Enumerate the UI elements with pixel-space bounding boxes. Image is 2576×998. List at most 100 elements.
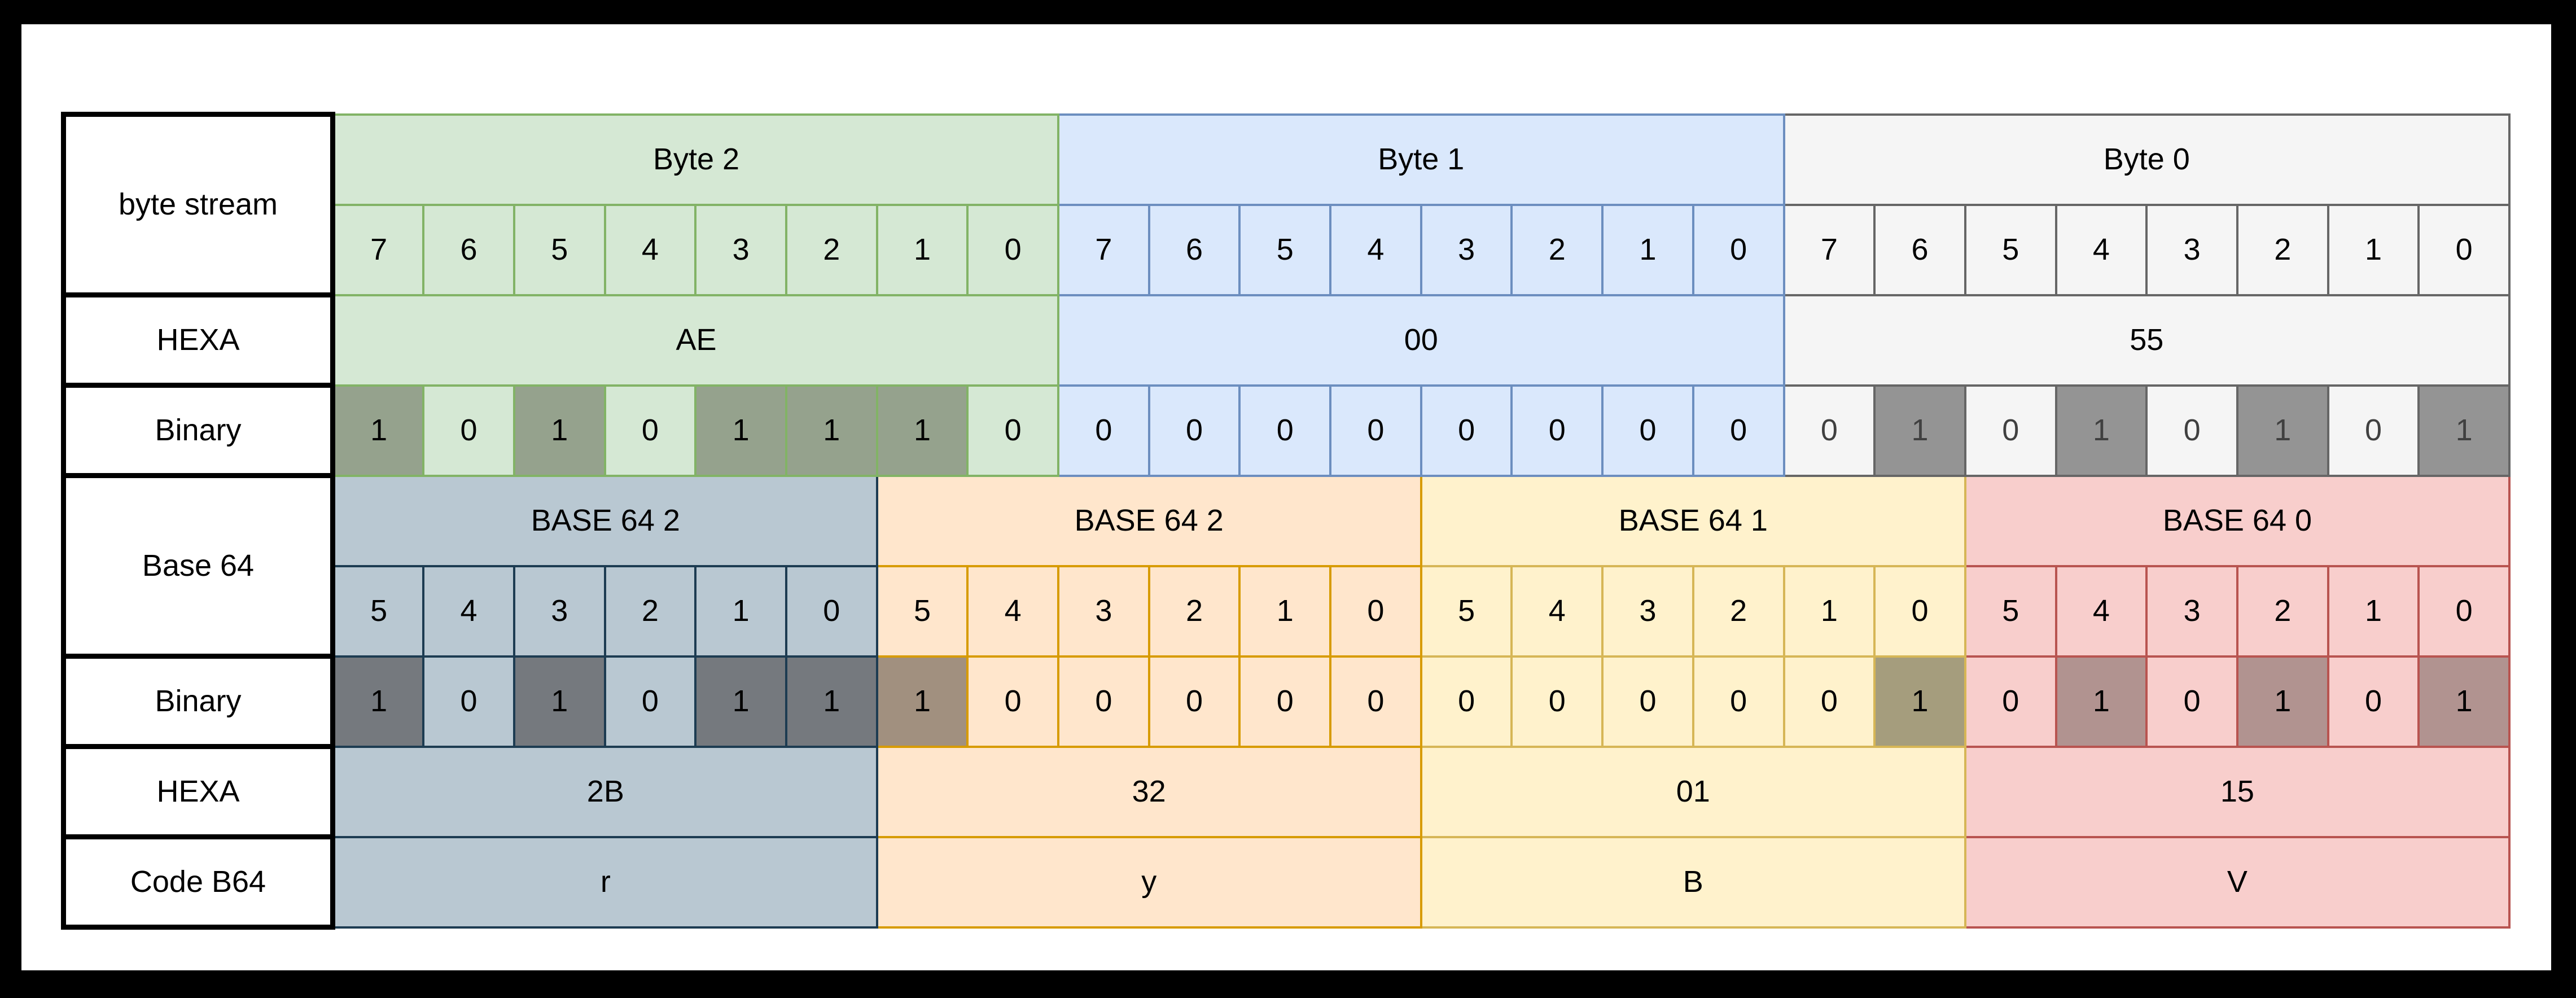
base64-bit-index-cell: 0 (785, 564, 878, 658)
row-label-hexa-bottom: HEXA (61, 744, 335, 839)
base64-section-title: BASE 64 1 (1420, 474, 1966, 567)
base64-binary-bit-cell: 0 (422, 655, 515, 748)
base64-bit-index-cell: 2 (603, 564, 697, 658)
bit-index-cell: 6 (1147, 203, 1241, 296)
row-label-code-b64: Code B64 (61, 834, 335, 930)
base64-bit-index-cell: 1 (694, 564, 787, 658)
byte-binary-bit-cell: 1 (2236, 384, 2329, 477)
base64-bit-index-cell: 3 (1057, 564, 1150, 658)
base64-binary-bit-cell: 1 (785, 655, 878, 748)
base64-code-cell: y (875, 835, 1422, 929)
base64-bit-index-cell: 5 (331, 564, 425, 658)
byte-section-title: Byte 2 (331, 113, 1059, 206)
base64-bit-index-cell: 4 (2054, 564, 2148, 658)
bit-index-cell: 3 (2145, 203, 2238, 296)
base64-bit-index-cell: 5 (1420, 564, 1513, 658)
byte-binary-bit-cell: 0 (2145, 384, 2238, 477)
base64-binary-bit-cell: 0 (603, 655, 697, 748)
bit-index-cell: 6 (1873, 203, 1966, 296)
bit-index-cell: 7 (331, 203, 425, 296)
byte-binary-bit-cell: 0 (1782, 384, 1876, 477)
base64-bit-index-cell: 1 (1238, 564, 1332, 658)
byte-binary-bit-cell: 1 (1873, 384, 1966, 477)
base64-bit-index-cell: 2 (1692, 564, 1785, 658)
base64-bit-index-cell: 0 (1873, 564, 1966, 658)
base64-bit-index-cell: 4 (966, 564, 1059, 658)
base64-binary-bit-cell: 0 (2327, 655, 2420, 748)
base64-binary-bit-cell: 0 (1238, 655, 1332, 748)
base64-hex-cell: 2B (331, 745, 878, 838)
base64-binary-bit-cell: 1 (512, 655, 606, 748)
byte-binary-bit-cell: 0 (1692, 384, 1785, 477)
bit-index-cell: 0 (1692, 203, 1785, 296)
row-label-binary-top: Binary (61, 383, 335, 478)
byte-binary-bit-cell: 0 (1601, 384, 1694, 477)
row-label-binary-bottom: Binary (61, 654, 335, 749)
base64-bit-index-cell: 2 (1147, 564, 1241, 658)
row-label-hexa-top: HEXA (61, 292, 335, 388)
base64-bit-index-cell: 1 (2327, 564, 2420, 658)
bit-index-cell: 2 (2236, 203, 2329, 296)
base64-bit-index-cell: 2 (2236, 564, 2329, 658)
bit-index-cell: 7 (1782, 203, 1876, 296)
bit-index-cell: 5 (1964, 203, 2057, 296)
base64-bit-index-cell: 5 (875, 564, 969, 658)
base64-binary-bit-cell: 1 (331, 655, 425, 748)
base64-section-title: BASE 64 2 (875, 474, 1422, 567)
bit-index-cell: 3 (1420, 203, 1513, 296)
byte-binary-bit-cell: 0 (1057, 384, 1150, 477)
base64-bit-index-cell: 0 (1329, 564, 1422, 658)
base64-code-cell: r (331, 835, 878, 929)
base64-bit-index-cell: 3 (512, 564, 606, 658)
base64-binary-bit-cell: 1 (1873, 655, 1966, 748)
byte-binary-bit-cell: 0 (2327, 384, 2420, 477)
bit-index-cell: 4 (2054, 203, 2148, 296)
base64-binary-bit-cell: 0 (1964, 655, 2057, 748)
byte-binary-bit-cell: 0 (603, 384, 697, 477)
base64-binary-bit-cell: 0 (1329, 655, 1422, 748)
byte-binary-bit-cell: 0 (1964, 384, 2057, 477)
row-label-base64: Base 64 (61, 473, 335, 659)
byte-binary-bit-cell: 0 (422, 384, 515, 477)
base64-binary-bit-cell: 0 (1420, 655, 1513, 748)
base64-section-title: BASE 64 0 (1964, 474, 2511, 567)
base64-bit-index-cell: 3 (2145, 564, 2238, 658)
base64-hex-cell: 01 (1420, 745, 1966, 838)
byte-binary-bit-cell: 0 (1420, 384, 1513, 477)
base64-binary-bit-cell: 0 (1057, 655, 1150, 748)
byte-binary-bit-cell: 1 (2417, 384, 2511, 477)
bit-index-cell: 4 (603, 203, 697, 296)
base64-binary-bit-cell: 1 (2054, 655, 2148, 748)
byte-binary-bit-cell: 1 (512, 384, 606, 477)
bit-index-cell: 2 (1510, 203, 1604, 296)
bit-index-cell: 1 (2327, 203, 2420, 296)
byte-hex-cell: 00 (1057, 294, 1785, 387)
base64-bit-index-cell: 0 (2417, 564, 2511, 658)
byte-section-title: Byte 0 (1782, 113, 2511, 206)
byte-binary-bit-cell: 1 (2054, 384, 2148, 477)
base64-binary-bit-cell: 0 (1782, 655, 1876, 748)
base64-binary-bit-cell: 0 (1692, 655, 1785, 748)
byte-hex-cell: AE (331, 294, 1059, 387)
bit-index-cell: 4 (1329, 203, 1422, 296)
base64-code-cell: B (1420, 835, 1966, 929)
byte-binary-bit-cell: 0 (966, 384, 1059, 477)
base64-binary-bit-cell: 0 (2145, 655, 2238, 748)
byte-binary-bit-cell: 0 (1238, 384, 1332, 477)
byte-hex-cell: 55 (1782, 294, 2511, 387)
row-label-byte-stream: byte stream (61, 112, 335, 297)
bit-index-cell: 1 (875, 203, 969, 296)
bit-index-cell: 6 (422, 203, 515, 296)
bit-index-cell: 0 (966, 203, 1059, 296)
base64-bit-index-cell: 4 (422, 564, 515, 658)
bit-index-cell: 7 (1057, 203, 1150, 296)
byte-binary-bit-cell: 1 (785, 384, 878, 477)
bit-index-cell: 1 (1601, 203, 1694, 296)
bit-index-cell: 3 (694, 203, 787, 296)
byte-section-title: Byte 1 (1057, 113, 1785, 206)
base64-binary-bit-cell: 0 (1510, 655, 1604, 748)
base64-binary-bit-cell: 1 (2417, 655, 2511, 748)
base64-hex-cell: 15 (1964, 745, 2511, 838)
base64-section-title: BASE 64 2 (331, 474, 878, 567)
